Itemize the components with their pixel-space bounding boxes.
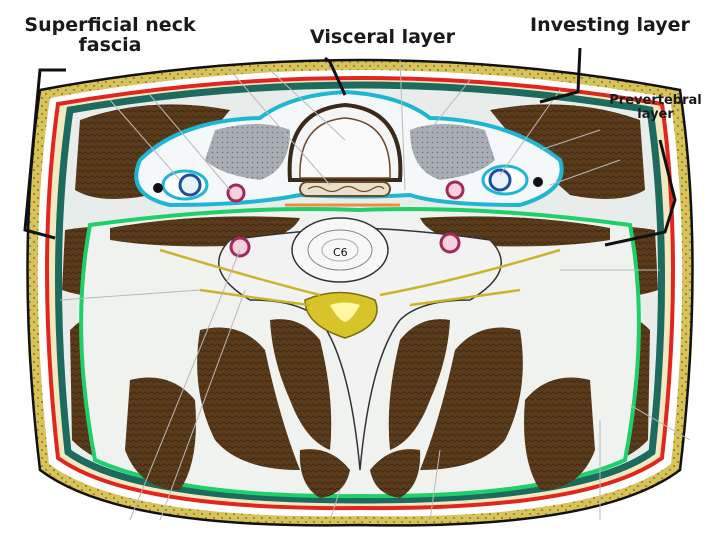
left-vertebral-artery bbox=[229, 236, 251, 258]
left-carotid-sheath bbox=[153, 169, 246, 203]
esophagus bbox=[299, 181, 391, 197]
left-deep-back-muscle-b bbox=[270, 319, 332, 450]
superficial-label-line2: fascia bbox=[78, 33, 142, 56]
vertebral-body bbox=[291, 217, 389, 283]
prevertebral-label-line1: Prevertebral bbox=[609, 93, 702, 108]
vertebra: C6 bbox=[218, 217, 502, 471]
left-posterior-muscle bbox=[125, 377, 196, 490]
nerve-roots bbox=[159, 248, 561, 307]
callout-lines bbox=[23, 47, 677, 247]
right-deep-back-muscle-b bbox=[388, 319, 450, 450]
superficial-label-line1: Superficial neck bbox=[24, 14, 196, 36]
visceral-layer-label: Visceral layer bbox=[310, 26, 456, 48]
vertebra-label: C6 bbox=[333, 246, 348, 259]
leader-lines bbox=[59, 59, 691, 521]
right-deep-back-muscle-a bbox=[420, 327, 523, 470]
right-scm-muscle bbox=[490, 104, 645, 199]
right-vertebral-artery bbox=[439, 232, 461, 254]
right-carotid-sheath bbox=[445, 164, 543, 200]
superficial-neck-fascia-label: Superficial neck fascia bbox=[10, 14, 210, 56]
left-deep-back-muscle-a bbox=[197, 327, 300, 470]
prevertebral-label-line2: layer bbox=[637, 106, 674, 122]
lower-right-muscle bbox=[370, 449, 421, 498]
prevertebral-callout bbox=[604, 139, 677, 247]
investing-callout bbox=[539, 47, 582, 104]
lower-left-muscle bbox=[299, 449, 350, 498]
investing-layer-label: Investing layer bbox=[530, 14, 690, 36]
visceral-callout bbox=[324, 56, 347, 96]
right-thyroid-lobe bbox=[410, 124, 495, 180]
right-posterior-muscle bbox=[524, 377, 595, 490]
superficial-callout bbox=[23, 68, 66, 240]
vertebral-arch bbox=[218, 227, 502, 471]
left-thyroid-lobe bbox=[205, 124, 290, 180]
prevertebral-layer-label: Prevertebral layer bbox=[598, 94, 713, 121]
